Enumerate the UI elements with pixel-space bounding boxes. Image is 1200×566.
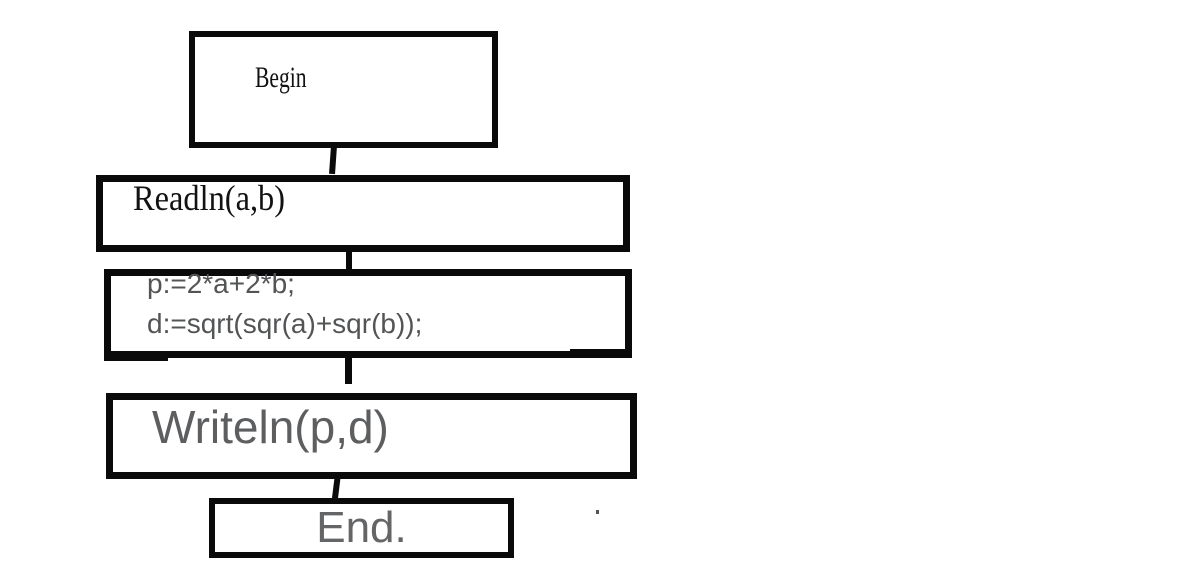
connector-begin-readln	[329, 145, 337, 175]
dust-speck	[596, 510, 599, 514]
flow-node-writeln	[106, 393, 637, 479]
flow-node-end	[209, 498, 514, 558]
begin-label: Begin	[255, 61, 307, 94]
ink-overshoot-left-icon	[104, 351, 168, 361]
connector-compute-writeln	[345, 352, 352, 384]
readln-label: Readln(a,b)	[133, 178, 286, 218]
compute-label: p:=2*a+2*b; d:=sqrt(sqr(a)+sqr(b));	[147, 264, 422, 344]
flow-node-compute	[104, 269, 632, 358]
flow-node-begin	[189, 31, 498, 148]
compute-line-1: p:=2*a+2*b;	[147, 268, 295, 299]
end-label: End.	[316, 502, 407, 552]
ink-overshoot-right-icon	[570, 349, 632, 358]
writeln-label: Writeln(p,d)	[152, 401, 389, 453]
connector-readln-compute	[346, 248, 352, 273]
flow-node-readln	[96, 175, 630, 252]
compute-line-2: d:=sqrt(sqr(a)+sqr(b));	[147, 308, 423, 339]
